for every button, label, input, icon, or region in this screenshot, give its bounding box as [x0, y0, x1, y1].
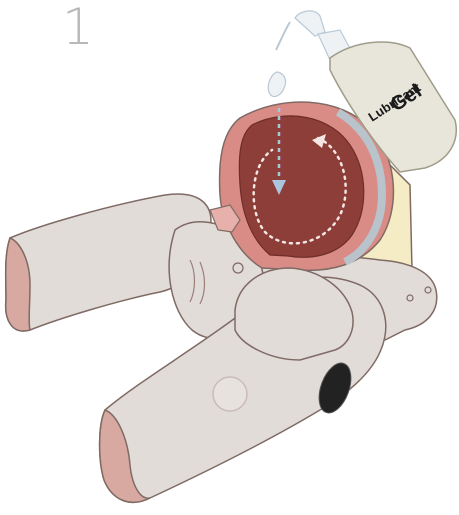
- injection-port: [213, 377, 247, 411]
- gel-drop-icon: [268, 72, 285, 97]
